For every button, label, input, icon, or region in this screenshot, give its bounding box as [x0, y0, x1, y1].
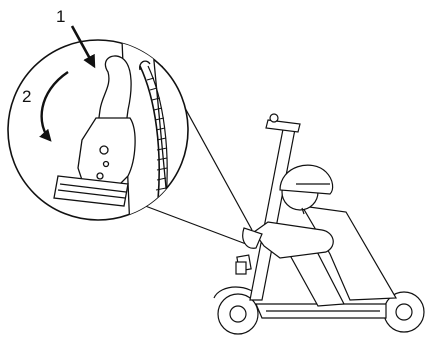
step-2-label: 2	[22, 87, 31, 106]
zoom-detail: 1 2	[8, 7, 188, 230]
steering-stem	[250, 124, 296, 300]
helmet-icon	[280, 165, 333, 194]
scooter-illustration	[214, 114, 424, 334]
step-1-label: 1	[56, 7, 65, 26]
handlebar	[266, 120, 300, 132]
